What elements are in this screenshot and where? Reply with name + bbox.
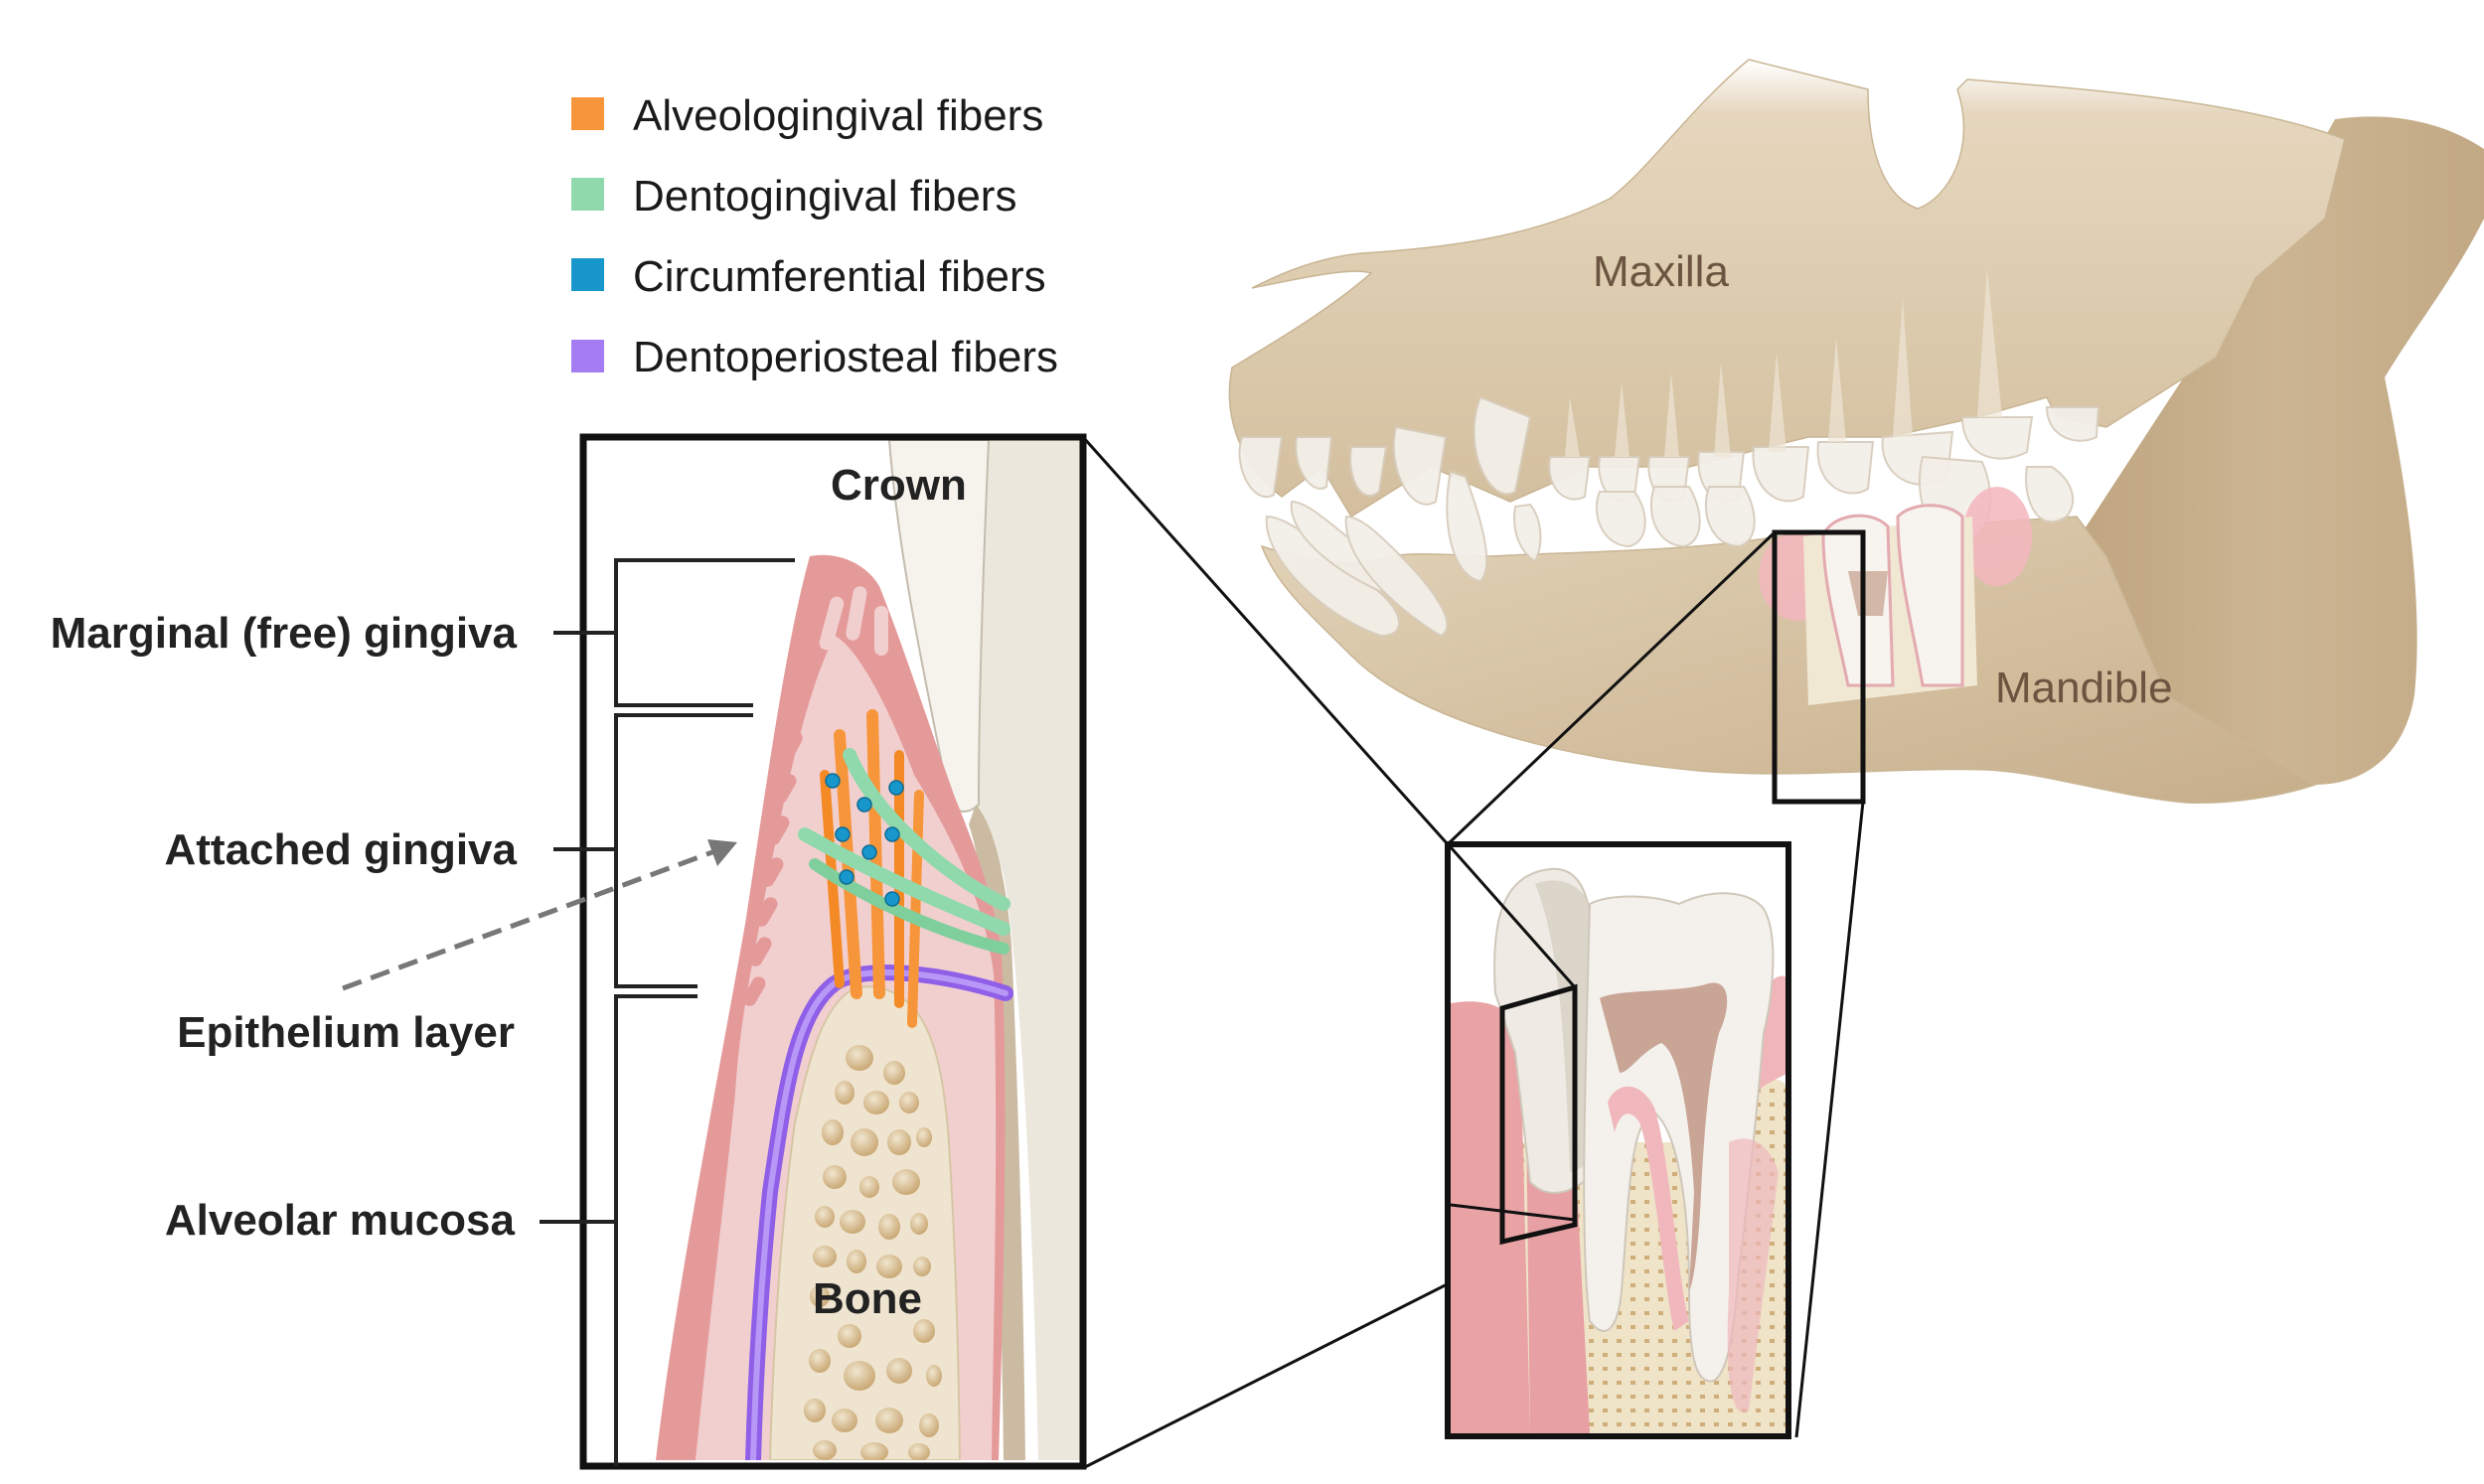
- legend-item-circumferential: Circumferential fibers: [571, 252, 1046, 301]
- skull-molar-section: [1803, 504, 1977, 705]
- legend-swatch-green: [571, 178, 604, 211]
- connector-skull-left: [1446, 530, 1777, 846]
- skull-zoom-box: [1772, 529, 1866, 805]
- tooth-inset: [1445, 841, 1791, 1439]
- rete-pegs-inner: [819, 586, 888, 656]
- tooth-inset-gum: [1451, 1001, 1530, 1433]
- legend-item-alveologingival: Alveologingival fibers: [571, 91, 1043, 140]
- skull-illustration: Maxilla Mandible: [1228, 59, 2484, 805]
- connector-left-top: [1081, 435, 1450, 846]
- legend-item-dentoperiosteal: Dentoperiosteal fibers: [571, 333, 1058, 381]
- label-epithelium-layer: Epithelium layer: [177, 1008, 515, 1057]
- mandible-label: Mandible: [1995, 664, 2173, 712]
- legend-item-dentogingival: Dentogingival fibers: [571, 172, 1016, 221]
- legend: Alveologingival fibers Dentogingival fib…: [571, 91, 1058, 381]
- tooth-inset-pulp: [1600, 982, 1728, 1291]
- tooth-surface: [889, 440, 1080, 1460]
- bracket-mucosa: [614, 994, 698, 1466]
- connector-skull-right: [1794, 801, 1865, 1438]
- label-marginal-gingiva: Marginal (free) gingiva: [51, 609, 518, 658]
- upper-teeth: [1238, 395, 2100, 506]
- epithelium-arrow: [342, 839, 737, 991]
- bone-pores: [804, 1045, 942, 1460]
- gingiva-inset: Crown Bone: [342, 433, 1087, 1470]
- zone-labels: Marginal (free) gingiva Attached gingiva…: [51, 609, 518, 1245]
- legend-label: Circumferential fibers: [633, 252, 1046, 301]
- circumferential-fibers: [825, 773, 904, 907]
- legend-swatch-blue: [571, 258, 604, 291]
- label-alveolar-mucosa: Alveolar mucosa: [165, 1196, 516, 1245]
- legend-label: Alveologingival fibers: [633, 91, 1043, 140]
- rete-pegs: [742, 641, 820, 1006]
- label-attached-gingiva: Attached gingiva: [165, 825, 518, 874]
- dentogingival-fibers: [798, 748, 1010, 955]
- bone-label: Bone: [813, 1274, 922, 1323]
- tooth-inset-frame: [1445, 841, 1791, 1439]
- tooth-inset-zoom-box: [1499, 983, 1578, 1246]
- legend-swatch-orange: [571, 97, 604, 130]
- legend-label: Dentogingival fibers: [633, 172, 1016, 221]
- legend-swatch-purple: [571, 340, 604, 372]
- gingiva-inset-frame: [579, 433, 1087, 1470]
- enamel-layer: [887, 440, 991, 813]
- maxilla-label: Maxilla: [1593, 247, 1729, 296]
- upper-roots: [1565, 268, 2002, 457]
- zone-brackets: [540, 558, 795, 1466]
- crown-label: Crown: [831, 461, 967, 510]
- legend-label: Dentoperiosteal fibers: [633, 333, 1058, 381]
- skull-ramus: [2067, 116, 2484, 785]
